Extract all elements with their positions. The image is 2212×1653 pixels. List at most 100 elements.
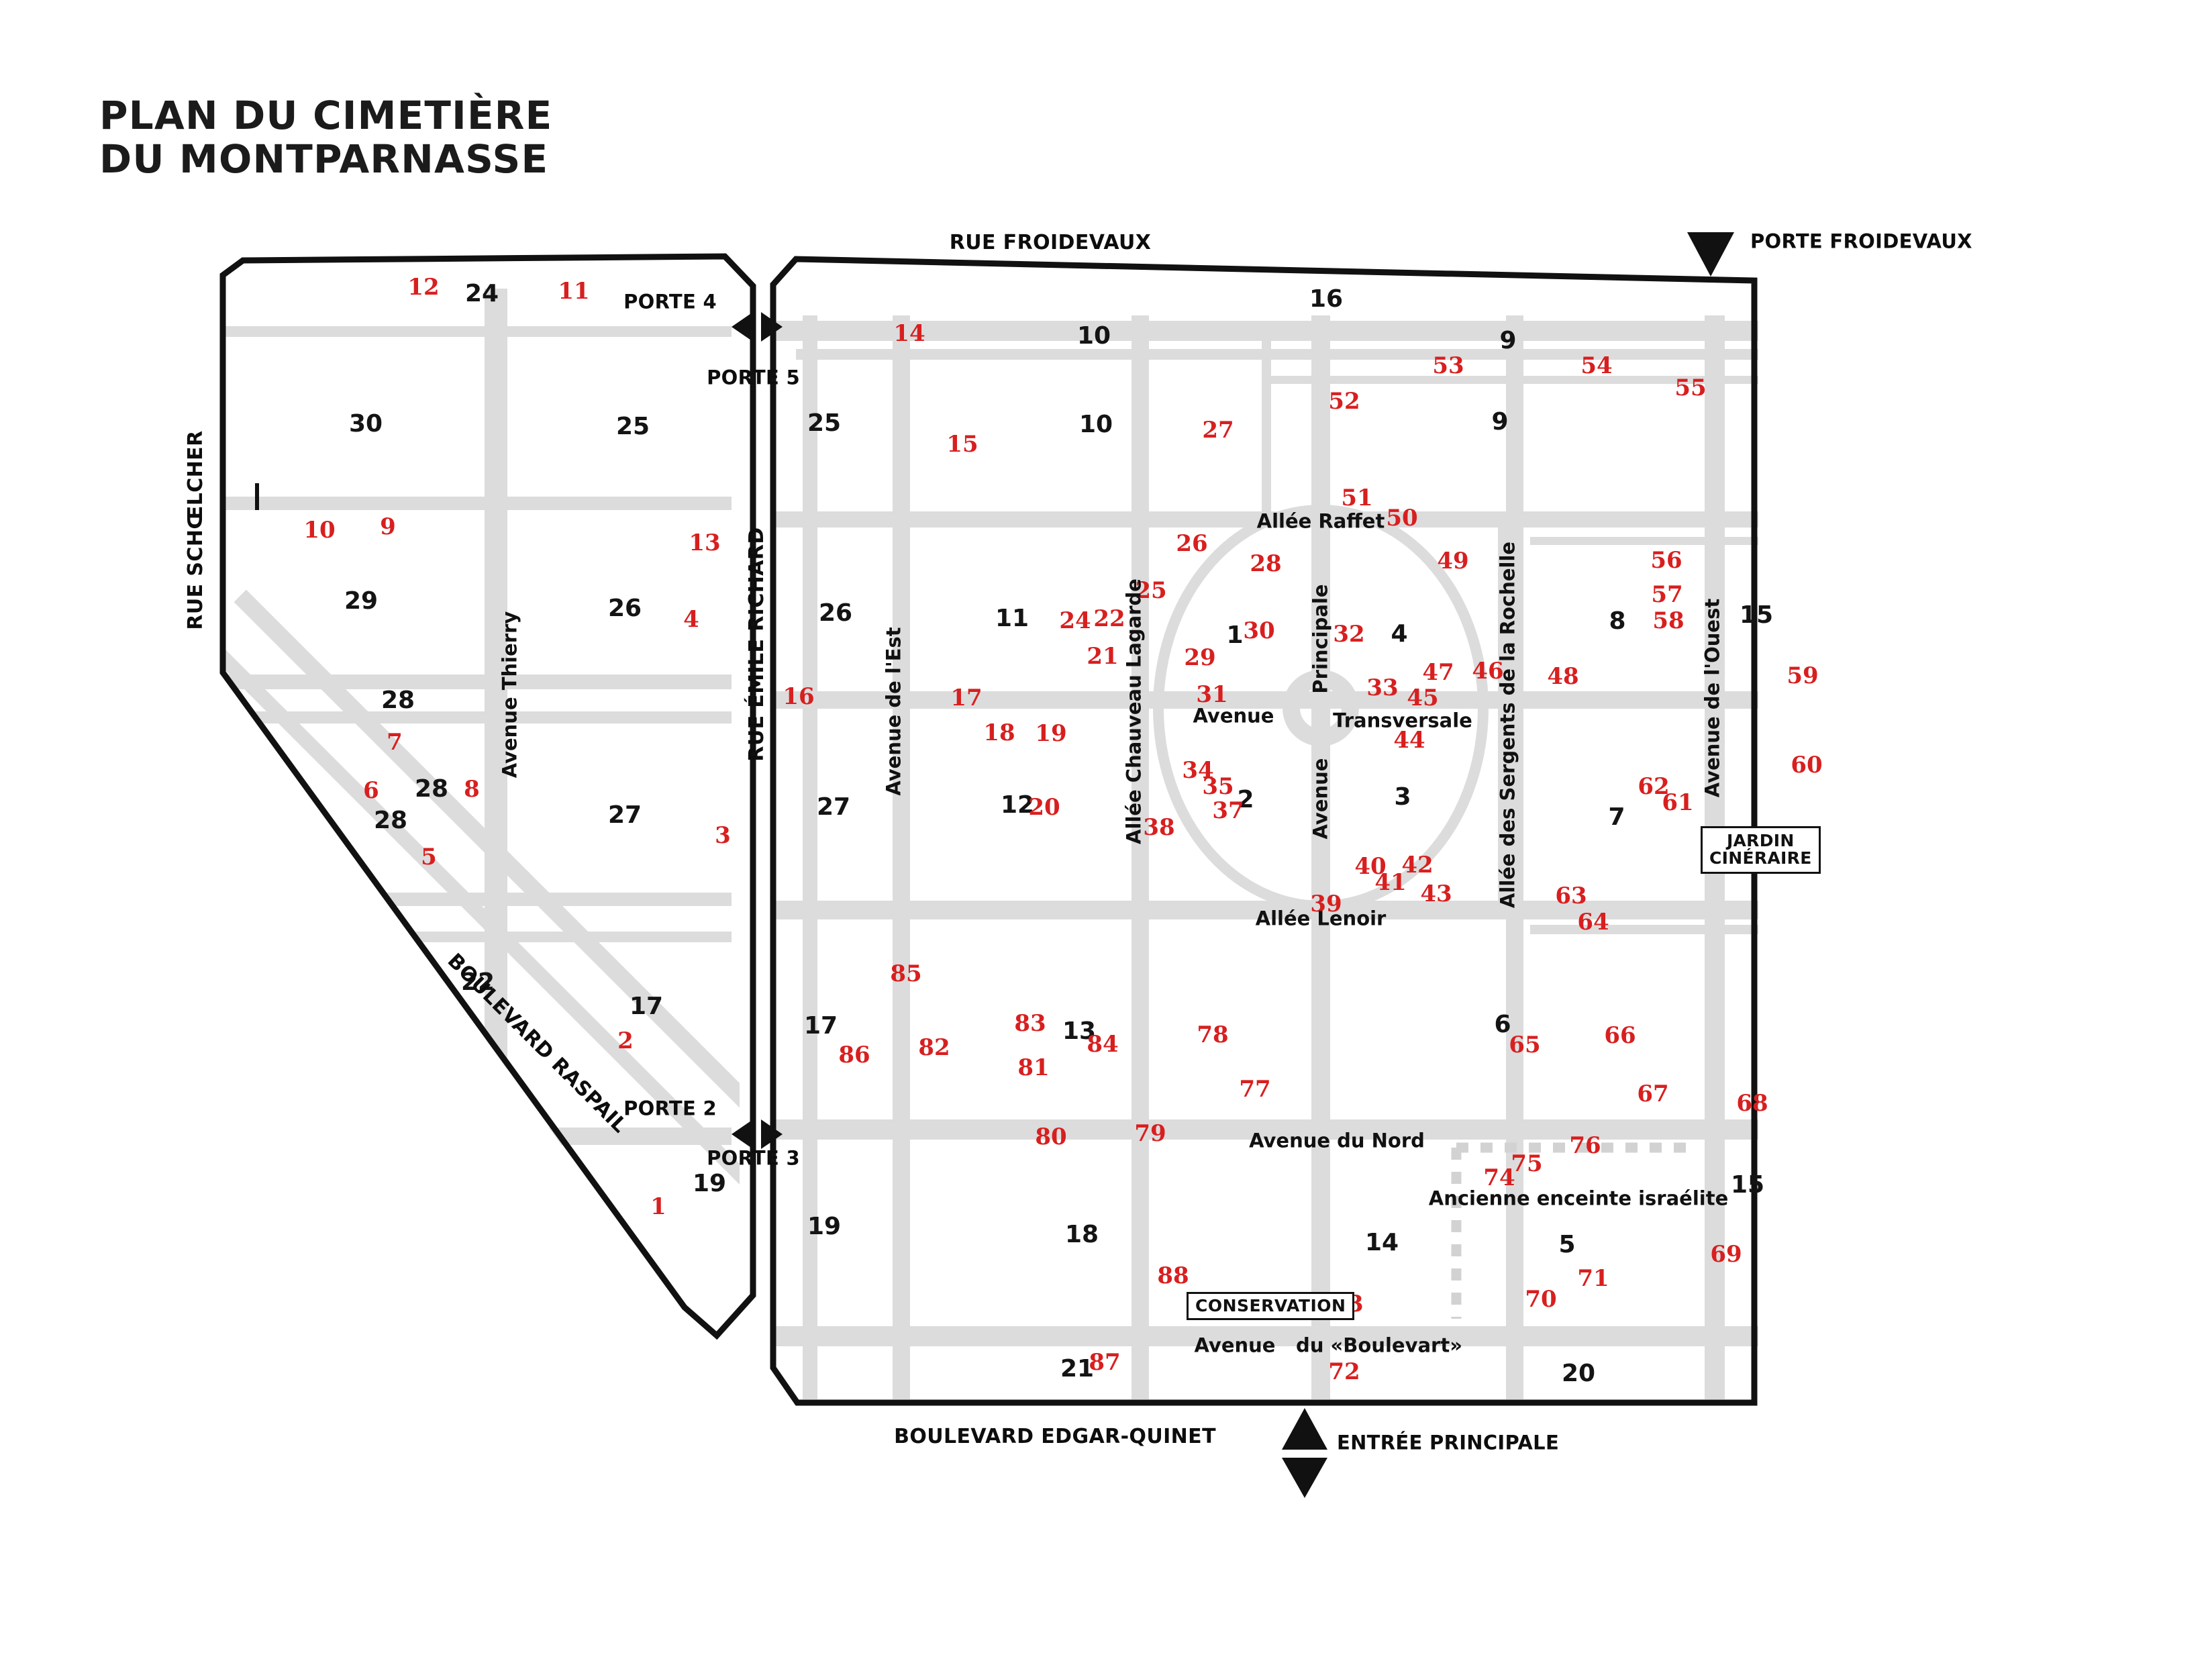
entree-principale-marker-up xyxy=(1282,1408,1327,1450)
grave-number-22-27: 22 xyxy=(1093,605,1125,632)
grave-number-26-22: 26 xyxy=(1176,530,1208,557)
grave-number-8-8: 8 xyxy=(464,776,480,803)
division-number-17-10: 17 xyxy=(629,993,664,1020)
grave-number-37-51: 37 xyxy=(1212,797,1244,824)
grave-number-56-44: 56 xyxy=(1650,547,1682,574)
grave-number-43-56: 43 xyxy=(1420,881,1452,907)
grave-number-88-82: 88 xyxy=(1157,1262,1189,1289)
grave-number-77-69: 77 xyxy=(1239,1076,1271,1103)
grave-number-46-42: 46 xyxy=(1472,658,1504,685)
way-label-avenue-du-nord-4: Avenue du Nord xyxy=(1249,1129,1425,1152)
grave-number-48-43: 48 xyxy=(1547,663,1579,690)
west-parcel-outline xyxy=(219,253,756,1340)
west-parcel-paths xyxy=(221,289,740,1336)
division-number-28-6: 28 xyxy=(414,775,449,803)
division-number-14-35: 14 xyxy=(1364,1229,1399,1256)
grave-number-6-7: 6 xyxy=(363,777,379,804)
gate-label-porte-3[interactable]: PORTE 3 xyxy=(707,1146,800,1170)
entree-principale-marker-down xyxy=(1282,1458,1327,1498)
grave-number-20-33: 20 xyxy=(1028,794,1060,821)
way-label-avenue-5: Avenue xyxy=(1194,1334,1276,1357)
grave-number-14-13: 14 xyxy=(893,320,925,347)
division-number-27-8: 27 xyxy=(607,801,642,829)
grave-number-49-24: 49 xyxy=(1437,548,1469,574)
grave-number-15-14: 15 xyxy=(946,431,978,458)
grave-number-62-58: 62 xyxy=(1638,773,1670,800)
division-number-20-37: 20 xyxy=(1561,1360,1596,1387)
division-number-7-31: 7 xyxy=(1608,803,1625,831)
grave-number-55-19: 55 xyxy=(1674,374,1707,401)
gate-label-porte-2[interactable]: PORTE 2 xyxy=(623,1097,717,1120)
grave-number-85-62: 85 xyxy=(890,960,922,987)
division-number-12-21: 12 xyxy=(1000,791,1035,819)
gate-label-entr-e-principale[interactable]: ENTRÉE PRINCIPALE xyxy=(1337,1431,1560,1454)
israelite-enclosure-label: Ancienne enceinte israélite xyxy=(1428,1187,1729,1210)
grave-number-27-15: 27 xyxy=(1202,417,1234,444)
grave-number-40-53: 40 xyxy=(1354,853,1387,880)
division-number-27-14: 27 xyxy=(816,793,851,821)
porte-froidevaux-marker xyxy=(1687,232,1734,277)
grave-number-44-40: 44 xyxy=(1393,727,1425,754)
division-number-28-7: 28 xyxy=(373,807,408,834)
jardin-label-line-1: JARDIN xyxy=(1726,831,1795,850)
grave-number-38-52: 38 xyxy=(1143,814,1175,841)
grave-number-50-21: 50 xyxy=(1386,505,1418,532)
grave-number-57-45: 57 xyxy=(1651,581,1683,608)
division-number-13-22: 13 xyxy=(1062,1017,1097,1045)
grave-number-17-30: 17 xyxy=(950,685,983,711)
grave-number-63-60: 63 xyxy=(1555,883,1587,909)
grave-number-24-26: 24 xyxy=(1059,607,1091,634)
division-number-9-25: 9 xyxy=(1491,408,1509,436)
porte-4-marker-left xyxy=(732,312,753,342)
way-label-all-e-des-sergents-de-la-rochelle-12: Allée des Sergents de la Rochelle xyxy=(1496,541,1519,909)
grave-number-13-4: 13 xyxy=(689,530,721,556)
porte-2-marker-right xyxy=(761,1119,783,1149)
grave-number-10-2: 10 xyxy=(303,517,336,544)
gate-label-porte-4[interactable]: PORTE 4 xyxy=(623,290,717,313)
jardin-label-line-2: CINÉRAIRE xyxy=(1709,848,1812,868)
grave-number-74-78: 74 xyxy=(1483,1164,1515,1191)
grave-number-60-48: 60 xyxy=(1791,752,1823,779)
division-number-15-33: 15 xyxy=(1730,1171,1765,1199)
gate-markers xyxy=(732,232,1734,1498)
grave-number-2-11: 2 xyxy=(617,1028,634,1054)
grave-number-35-50: 35 xyxy=(1202,773,1234,800)
way-label-avenue-8: Avenue xyxy=(1309,758,1332,840)
grave-number-84-67: 84 xyxy=(1087,1031,1119,1058)
grave-number-61-59: 61 xyxy=(1662,789,1694,816)
grave-number-41-54: 41 xyxy=(1374,869,1407,896)
title-line-1: PLAN DU CIMETIÈRE xyxy=(99,93,553,138)
division-number-18-23: 18 xyxy=(1064,1221,1099,1248)
way-label-transversale-3: Transversale xyxy=(1333,709,1472,732)
conservation-box: CONSERVATION xyxy=(1187,1292,1355,1321)
israelite-enclosure-dashes xyxy=(1451,1142,1691,1319)
grave-number-66-71: 66 xyxy=(1604,1022,1636,1049)
grave-number-12-0: 12 xyxy=(407,274,440,301)
grave-number-7-6: 7 xyxy=(387,729,403,756)
division-number-10-19: 10 xyxy=(1078,411,1113,438)
division-number-11-20: 11 xyxy=(995,605,1029,632)
grave-number-53-17: 53 xyxy=(1432,352,1464,379)
conservation-label: CONSERVATION xyxy=(1195,1296,1346,1315)
grave-number-25-25: 25 xyxy=(1135,577,1167,604)
grave-number-75-77: 75 xyxy=(1511,1150,1543,1177)
grave-number-68-73: 68 xyxy=(1736,1090,1768,1117)
grave-number-16-29: 16 xyxy=(783,683,815,710)
grave-number-83-65: 83 xyxy=(1014,1010,1046,1037)
jardin-cineraire-box: JARDIN CINÉRAIRE xyxy=(1701,826,1821,874)
gate-label-porte-froidevaux[interactable]: PORTE FROIDEVAUX xyxy=(1750,230,1972,253)
gate-label-porte-5[interactable]: PORTE 5 xyxy=(707,366,800,389)
division-number-8-30: 8 xyxy=(1609,607,1626,635)
grave-number-51-20: 51 xyxy=(1341,485,1373,511)
grave-number-76-76: 76 xyxy=(1569,1132,1601,1159)
division-number-9-24: 9 xyxy=(1499,327,1517,354)
grave-number-42-55: 42 xyxy=(1401,852,1434,879)
page-title: PLAN DU CIMETIÈRE DU MONTPARNASSE xyxy=(99,94,770,181)
grave-number-21-28: 21 xyxy=(1087,643,1119,670)
division-number-19-16: 19 xyxy=(807,1213,842,1240)
division-number-2-28: 2 xyxy=(1237,786,1254,813)
grave-number-64-61: 64 xyxy=(1577,909,1609,936)
street-label-rue-mile-richard-2: RUE ÉMILE RICHARD xyxy=(745,527,768,762)
division-number-5-36: 5 xyxy=(1558,1231,1576,1258)
